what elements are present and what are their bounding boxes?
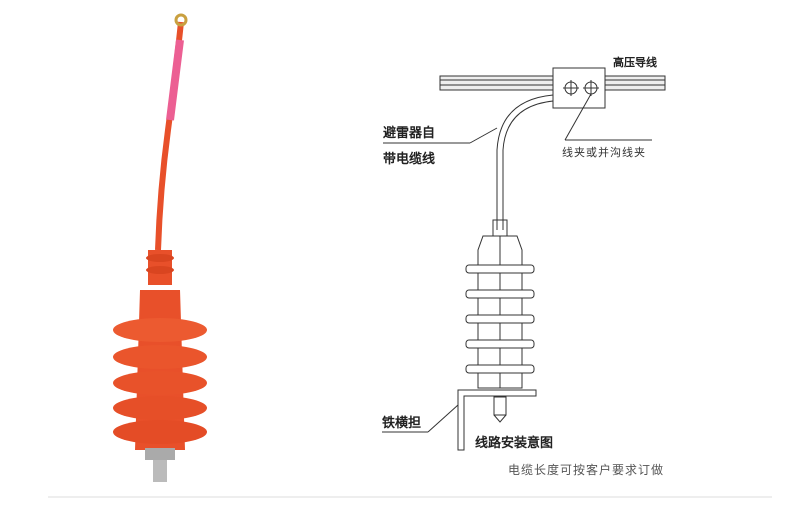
arrester-photo xyxy=(113,13,207,482)
diagram-title: 线路安装意图 xyxy=(475,436,554,451)
installation-diagram xyxy=(382,67,666,451)
high-voltage-wire-label: 高压导线 xyxy=(613,56,657,69)
iron-crossarm-label: 铁横担 xyxy=(382,416,422,431)
clamp-label: 线夹或并沟线夹 xyxy=(562,146,646,159)
cable-length-note: 电缆长度可按客户要求订做 xyxy=(508,463,665,477)
arrester-cable-label-line2: 带电缆线 xyxy=(383,152,436,167)
arrester-cable-label-line1: 避雷器自 xyxy=(383,126,436,141)
